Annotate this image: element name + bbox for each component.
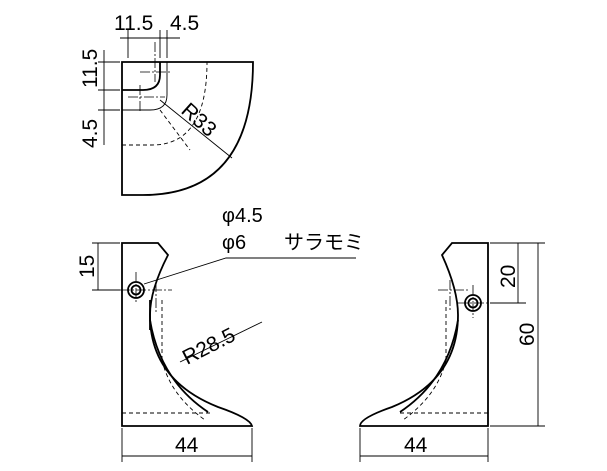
top-view-inner-corner-2 — [122, 62, 168, 111]
side-view-inner-arc — [399, 319, 459, 413]
front-view-inner-arc — [149, 319, 209, 413]
front-hole-leader — [143, 257, 356, 285]
top-dim-horizontal-b: 4.5 — [170, 12, 199, 35]
front-view: φ4.5 φ6 サラモミ 15 R28.5 44 — [76, 205, 364, 462]
side-dim-width: 44 — [404, 434, 428, 457]
side-dim-height: 60 — [516, 323, 539, 346]
side-view-outline — [359, 242, 489, 427]
front-dim-hole-offset: 15 — [76, 255, 99, 278]
front-view-hidden-arc — [161, 359, 206, 421]
top-dim-vertical-b: 4.5 — [79, 119, 102, 148]
front-dim-width: 44 — [175, 434, 199, 457]
top-view-outline — [121, 61, 254, 196]
front-radius-leader — [179, 321, 263, 363]
top-view-hidden-line — [159, 109, 191, 151]
side-view-hidden-arc — [402, 359, 447, 421]
top-view: 11.5 4.5 11.5 4.5 R33 — [79, 12, 254, 196]
side-dim-hole-offset: 20 — [497, 265, 520, 288]
top-radius-leader — [159, 99, 233, 159]
top-view-inner-corner — [122, 62, 161, 91]
top-dim-vertical-a: 11.5 — [79, 49, 102, 88]
side-view: 20 60 44 — [359, 242, 545, 462]
top-dim-horizontal-a: 11.5 — [114, 12, 153, 35]
front-radius-label: R28.5 — [179, 324, 239, 370]
front-hole-small: φ4.5 — [222, 205, 263, 227]
front-hole-large: φ6 — [222, 232, 246, 254]
front-countersink: サラモミ — [284, 232, 364, 254]
